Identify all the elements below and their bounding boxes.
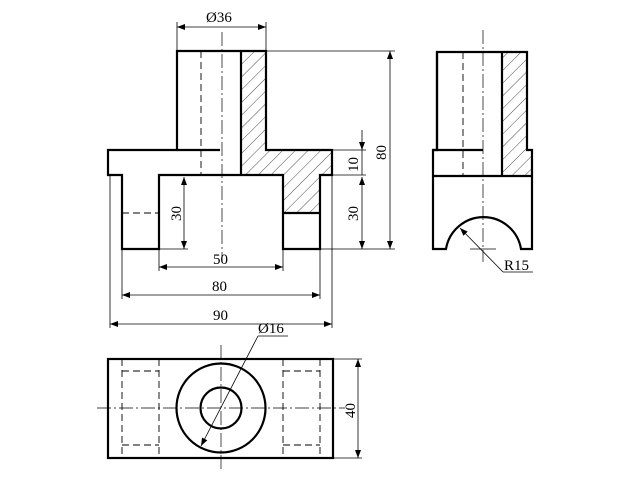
- dimension-arch-radius: R15: [459, 227, 533, 274]
- top-outline: [106, 357, 335, 460]
- dimension-bore-diameter: Ø16: [200, 321, 288, 447]
- front-outline: [106, 49, 334, 251]
- dim-label: 90: [213, 308, 228, 324]
- dimension-right: 10 30 80: [266, 50, 395, 250]
- dim-label: R15: [504, 258, 529, 274]
- dimension-tube-diameter: Ø36: [176, 10, 267, 51]
- front-view: Ø36 30 50 80 90: [106, 10, 395, 328]
- section-hatching: [241, 51, 332, 213]
- dimension-flange-width: 90: [109, 175, 333, 328]
- dim-label: 80: [212, 279, 227, 295]
- top-view: Ø16 40: [97, 321, 362, 470]
- section-hatching: [502, 52, 532, 176]
- dim-label: 10: [346, 157, 362, 172]
- dim-label: 40: [343, 403, 359, 418]
- dim-label: Ø16: [258, 321, 284, 337]
- dimension-opening-width: 50: [158, 249, 284, 271]
- side-view: R15: [431, 30, 534, 274]
- dimension-body-width: 80: [121, 249, 321, 299]
- side-outline: [431, 50, 534, 251]
- dimension-depth: 40: [333, 358, 362, 459]
- dim-label: 50: [213, 252, 228, 268]
- dim-label: 30: [346, 206, 362, 221]
- dim-label: 80: [374, 145, 390, 160]
- dim-label: 30: [169, 206, 185, 221]
- dim-label: Ø36: [206, 10, 232, 26]
- dimension-left-30: 30: [159, 177, 188, 250]
- hidden-pockets: [121, 359, 321, 458]
